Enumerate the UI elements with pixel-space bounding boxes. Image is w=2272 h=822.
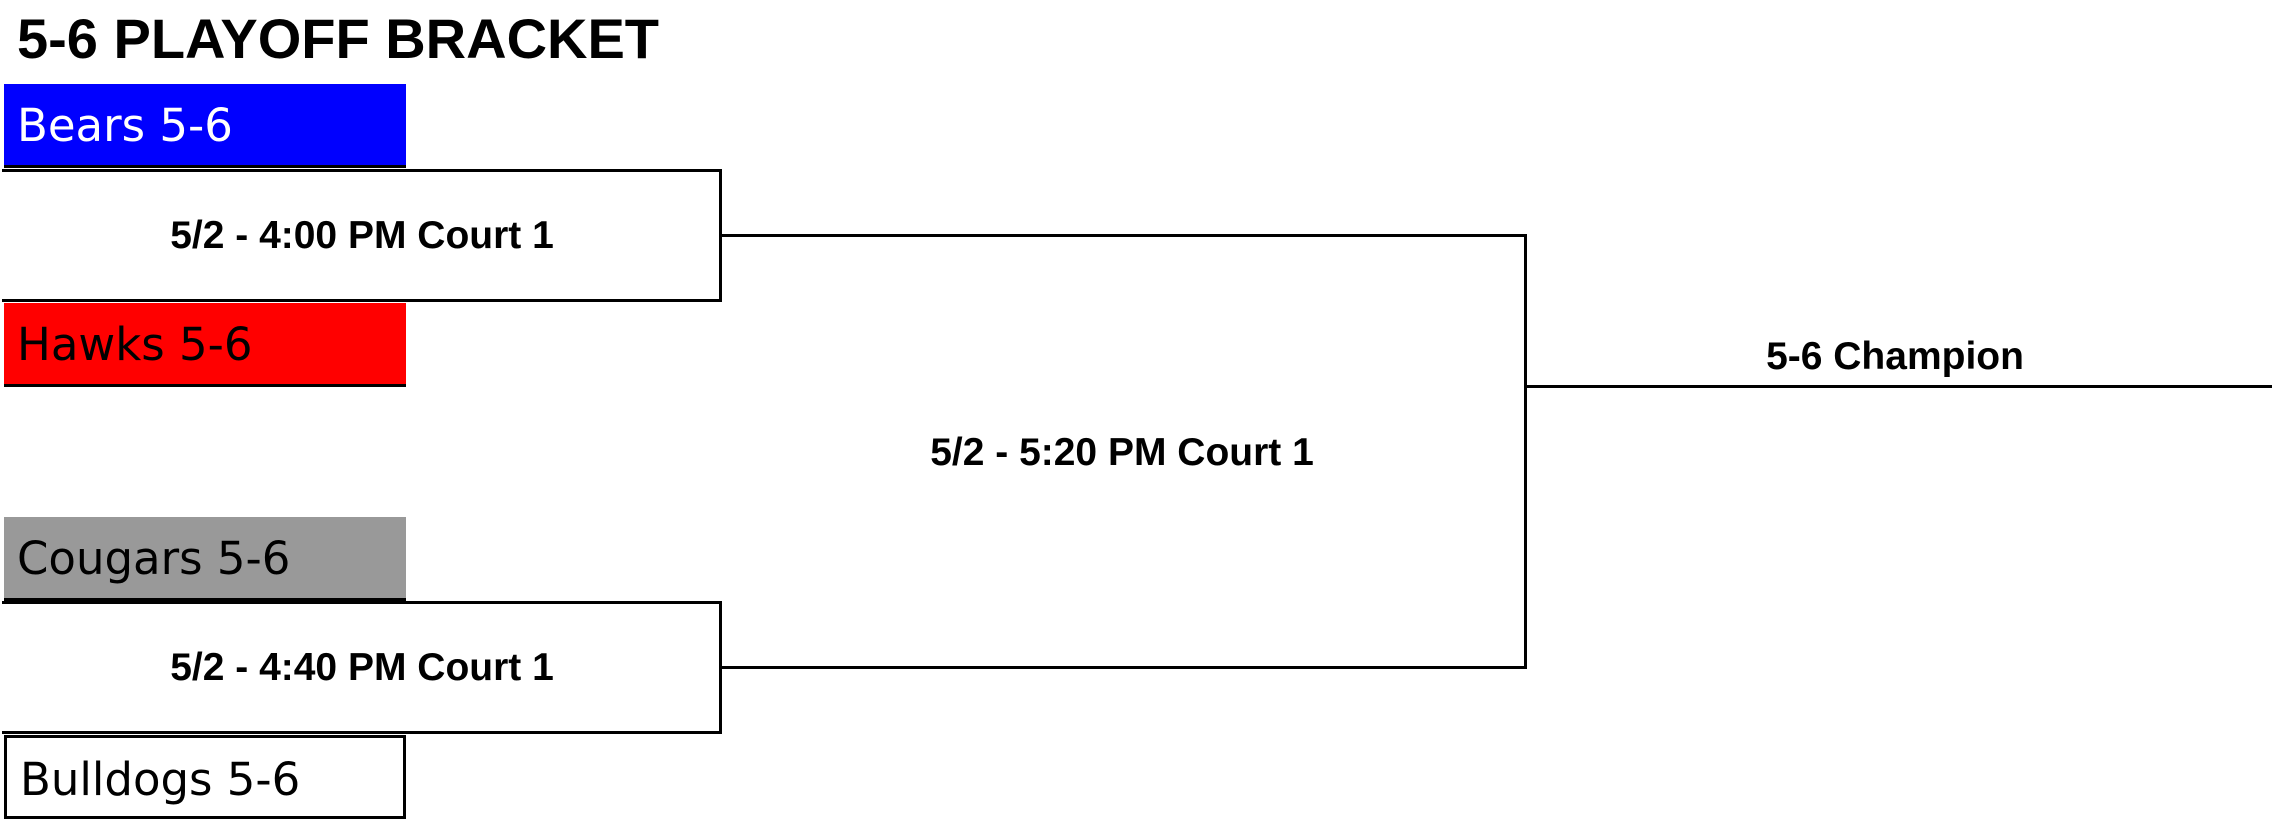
semifinal-1-schedule: 5/2 - 4:00 PM Court 1	[170, 214, 554, 257]
team-slot-bulldogs: Bulldogs 5-6	[4, 735, 406, 819]
team-slot-bears: Bears 5-6	[4, 84, 406, 168]
bracket-title: 5-6 PLAYOFF BRACKET	[17, 7, 660, 70]
semifinal-2-connector	[720, 666, 1527, 669]
semifinal-2-schedule: 5/2 - 4:40 PM Court 1	[170, 646, 554, 689]
team-slot-cougars: Cougars 5-6	[4, 517, 406, 601]
final-bracket-line	[1524, 234, 1527, 669]
champion-line	[1524, 385, 2272, 388]
final-schedule: 5/2 - 5:20 PM Court 1	[930, 431, 1314, 474]
champion-label: 5-6 Champion	[1766, 335, 2024, 378]
semifinal-1-connector	[720, 234, 1527, 237]
team-slot-hawks: Hawks 5-6	[4, 303, 406, 387]
